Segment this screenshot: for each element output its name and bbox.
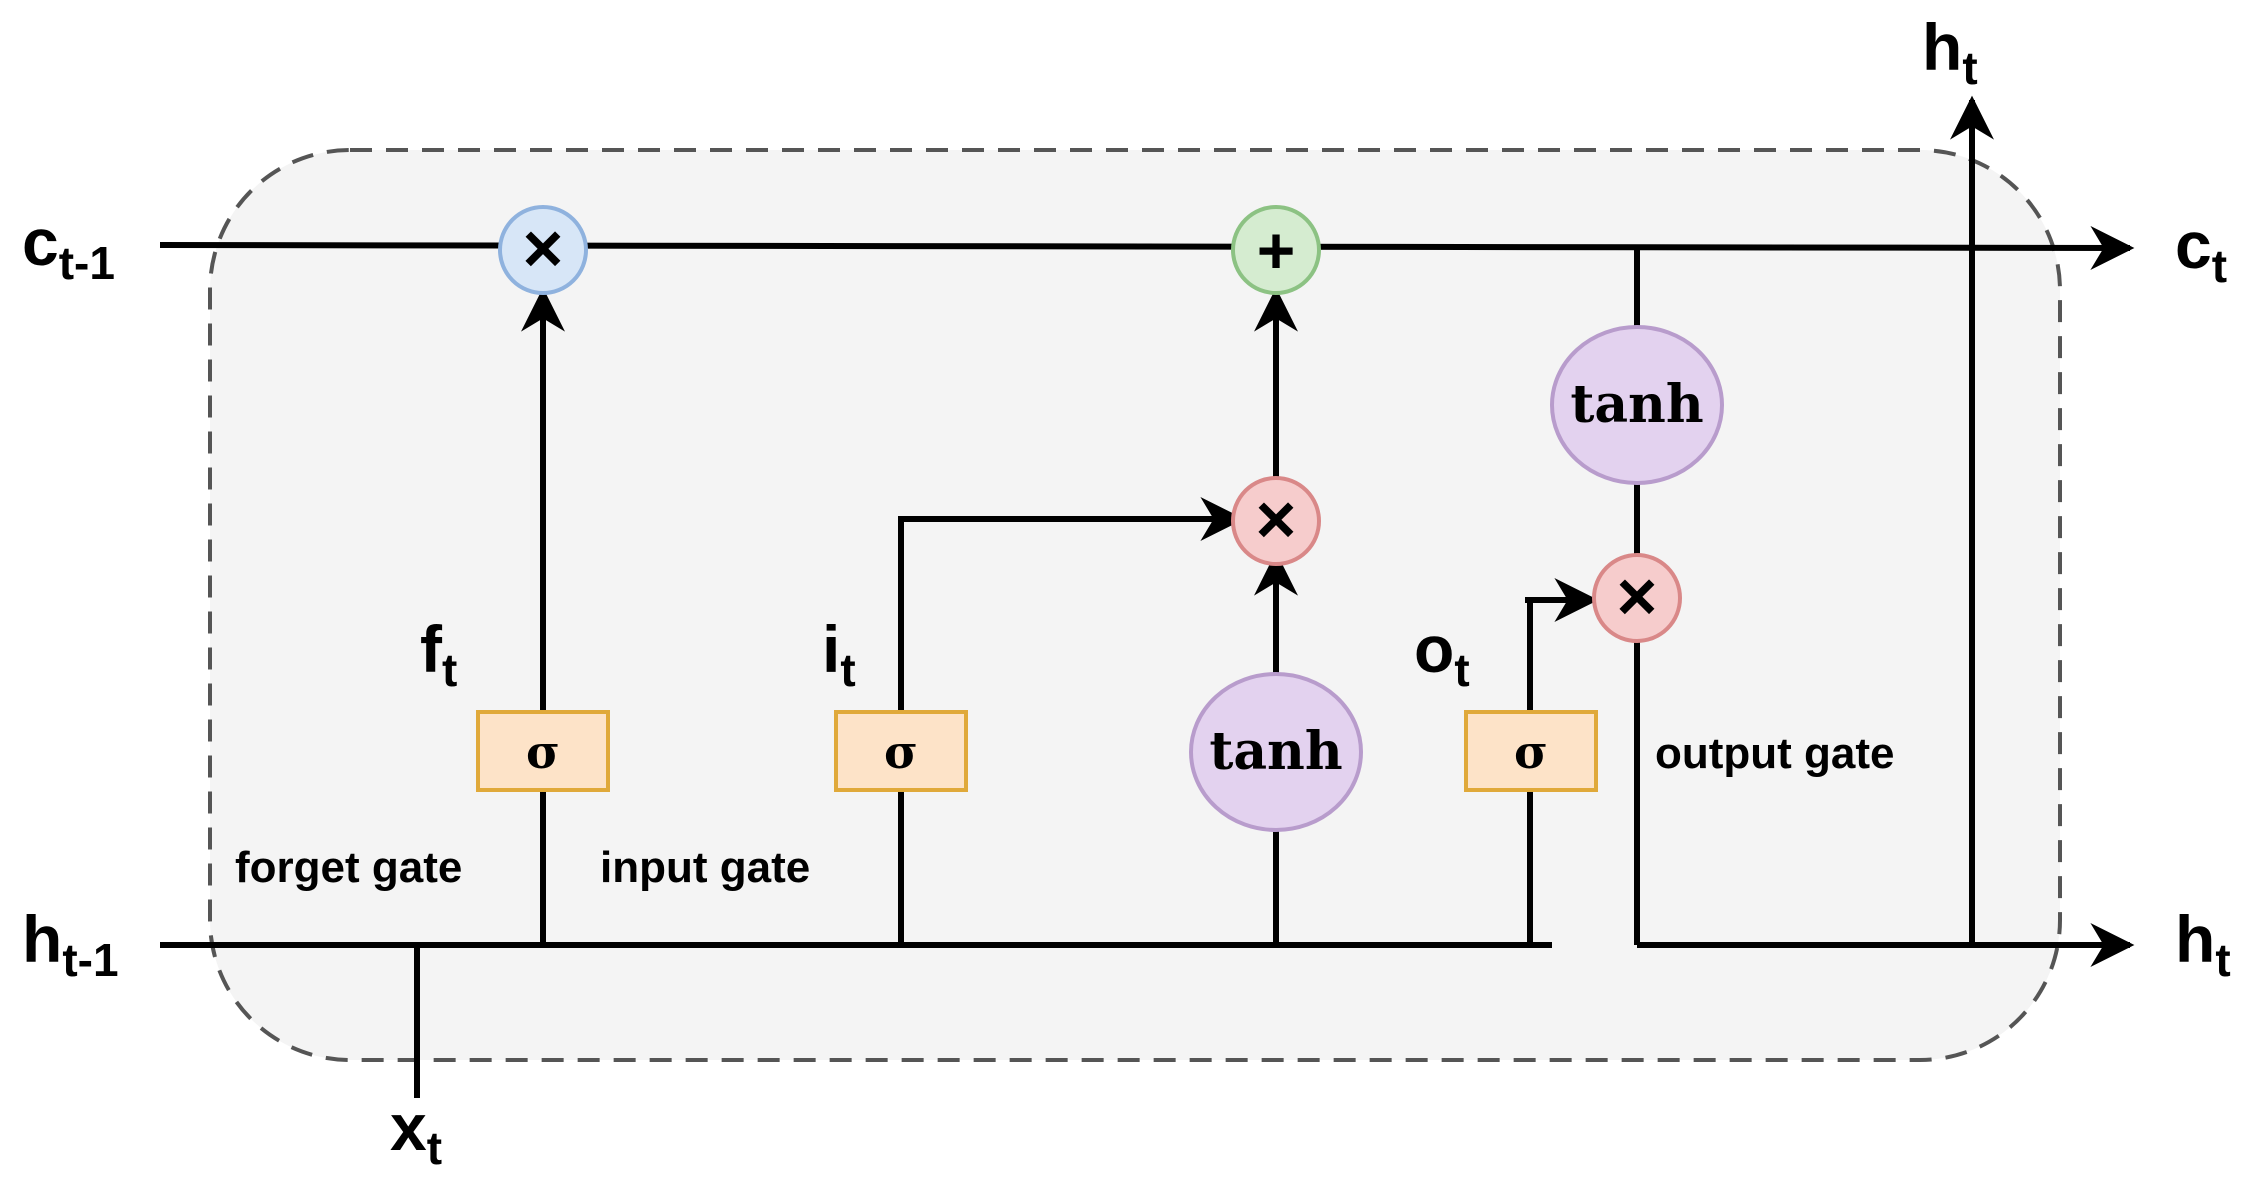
x-sub: t [427,1122,442,1174]
forget-sigmoid-symbol: σ [526,725,560,779]
forget-multiply-node: × [498,205,588,295]
input-multiply-node: × [1231,476,1321,566]
c-out-base: c [2175,208,2212,282]
input-sigmoid-symbol: σ [884,725,918,779]
input-signal-sub: t [840,644,855,696]
output-sigmoid-symbol: σ [1514,725,1548,779]
forget-signal-base: f [420,612,443,686]
cell-output-tanh-node: tanh [1550,325,1724,485]
x-label: xt [390,1090,442,1174]
h-prev-base: h [22,902,62,976]
output-signal-label: ot [1414,612,1470,696]
input-multiply-symbol: × [1256,480,1297,558]
output-multiply-symbol: × [1617,557,1658,635]
candidate-tanh-label: tanh [1209,721,1342,782]
input-sigmoid-box: σ [834,710,968,792]
forget-signal-sub: t [442,644,457,696]
h-prev-label: ht-1 [22,902,119,986]
forget-gate-label: forget gate [235,843,462,892]
lstm-cell-boundary [208,148,2062,1062]
cell-state-line [159,225,2135,270]
h-out-right-base: h [2175,902,2215,976]
cell-output-tanh-label: tanh [1570,374,1703,435]
forget-signal-label: ft [420,612,457,696]
h-out-right-sub: t [2215,934,2230,986]
h-out-top-label: ht [1922,10,1978,94]
output-sigmoid-box: σ [1464,710,1598,792]
output-signal-base: o [1414,612,1454,686]
forget-sigmoid-box: σ [476,710,610,792]
x-base: x [390,1090,427,1164]
input-gate-label: input gate [600,843,810,892]
output-gate-label: output gate [1655,729,1895,778]
cell-add-node: + [1231,205,1321,295]
add-symbol: + [1257,213,1296,287]
c-prev-base: c [22,205,59,279]
h-out-top-sub: t [1962,42,1977,94]
candidate-tanh-node: tanh [1189,672,1363,832]
output-signal-sub: t [1454,644,1469,696]
forget-multiply-symbol: × [523,209,564,287]
input-signal-label: it [822,612,856,696]
input-gate-line [898,497,1245,945]
h-out-right-label: ht [2175,902,2231,986]
output-multiply-node: × [1592,553,1682,643]
c-prev-label: ct-1 [22,205,115,289]
h-prev-sub: t-1 [62,934,118,986]
c-out-sub: t [2212,240,2227,292]
h-out-top-base: h [1922,10,1962,84]
c-prev-sub: t-1 [59,237,115,289]
input-signal-base: i [822,612,840,686]
c-out-label: ct [2175,208,2227,292]
